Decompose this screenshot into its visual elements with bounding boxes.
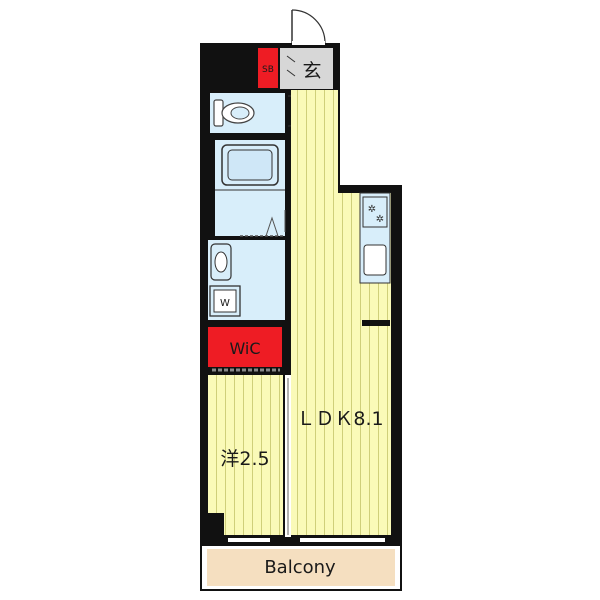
shoe-box-label: SB [262,65,274,75]
toilet-icon [213,99,255,127]
exterior-notch [340,43,404,185]
entrance-label: 玄 [302,60,321,82]
entrance-door-icon [291,9,326,45]
svg-text:✲: ✲ [368,204,376,215]
western-room-label: 洋2.5 [220,448,269,470]
walk-in-closet-label: WiC [229,339,260,358]
walk-in-closet [208,327,282,367]
stove-icon: ✲ ✲ [362,196,388,228]
shoe-box [258,48,278,88]
ldk-label: ＬＤＫ8.1 [296,408,383,430]
sink-icon [210,243,232,281]
entrance-step [286,55,296,63]
washer-label: W [220,298,230,309]
balcony-label: Balcony [264,557,336,578]
balcony-floor [207,549,395,586]
entrance-step [286,69,296,77]
western-room [208,375,283,535]
entrance-floor [280,48,333,89]
pillar [208,513,224,537]
kitchen-sink-icon [363,244,387,276]
washer-icon: W [209,285,241,317]
bath-door-icon [240,210,286,237]
svg-text:✲: ✲ [376,214,384,225]
bathtub-icon [221,144,279,186]
kitchen-wall-stub [362,320,390,326]
